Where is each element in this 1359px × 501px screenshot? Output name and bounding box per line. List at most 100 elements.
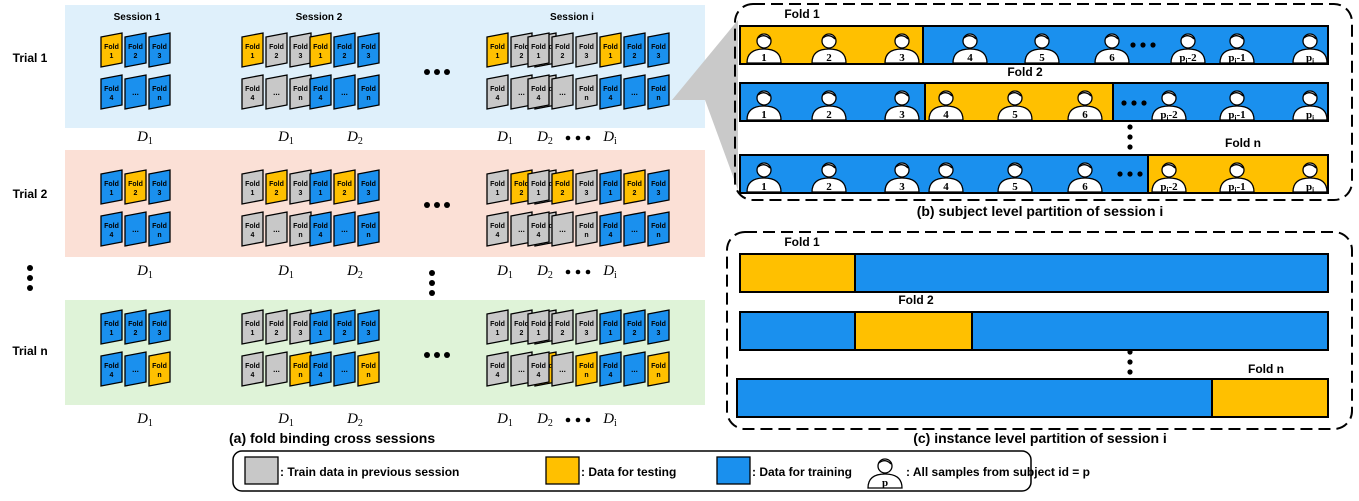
d-label: D2	[346, 129, 363, 147]
fold-label: Fold 2	[1007, 65, 1043, 79]
dot	[27, 285, 33, 291]
fold-card-label: 2	[633, 190, 637, 197]
subject-body	[1151, 105, 1187, 121]
subject-body	[1094, 48, 1130, 64]
subject-icon: 5	[997, 90, 1033, 121]
subject-icon: pi	[1292, 162, 1328, 194]
d-label: D1	[136, 129, 153, 147]
session-ellipsis	[424, 202, 450, 208]
fold-card-label: 3	[657, 330, 661, 337]
fold-card-label: 4	[537, 95, 541, 102]
subject-icon: pi-2	[1170, 33, 1206, 65]
fold-card-label: n	[366, 232, 370, 239]
subject-body	[1292, 105, 1328, 121]
fold-card-word: Fold	[361, 44, 376, 51]
dot	[1127, 359, 1133, 365]
subject-hair	[1078, 164, 1092, 169]
row-ellipsis	[1117, 171, 1143, 177]
d-label: D1	[277, 129, 294, 147]
subject-label: 2	[826, 181, 832, 193]
dot	[1137, 171, 1143, 177]
subject-label: 3	[899, 181, 905, 193]
fold-card-shape	[265, 32, 288, 68]
fold-card-word: Fold	[579, 363, 594, 370]
fold-card: ...	[265, 211, 288, 247]
fold-card-word: Fold	[152, 181, 167, 188]
fold-card-shape	[647, 169, 670, 205]
fold-card-word: Fold	[531, 44, 546, 51]
dot	[1130, 42, 1136, 48]
rows-ellipsis-b	[1127, 124, 1133, 150]
fold-card-label: 4	[537, 372, 541, 379]
fold-card-label: 4	[251, 232, 255, 239]
fold-card-shape	[647, 32, 670, 68]
dot	[585, 417, 591, 423]
fold-card-word: Fold	[490, 363, 505, 370]
fold-card: ...	[551, 211, 574, 247]
fold-card-shape	[100, 211, 123, 247]
fold-card-label: 2	[343, 190, 347, 197]
fold-card-word: Fold	[361, 86, 376, 93]
session-header: Session 2	[296, 12, 343, 23]
session-ellipsis	[424, 69, 450, 75]
subject-icon: 6	[1067, 90, 1103, 121]
fold-card-word: Fold	[514, 321, 529, 328]
fold-card-word: Fold	[579, 86, 594, 93]
subject-body	[928, 177, 964, 193]
fold-card-word: Fold	[651, 44, 666, 51]
subject-hair	[895, 92, 909, 97]
fold-card-word: Fold	[531, 86, 546, 93]
fold-card-word: Fold	[313, 86, 328, 93]
fold-card-word: Fold	[627, 321, 642, 328]
fold-card-shape	[551, 169, 574, 205]
fold-card-shape	[241, 309, 264, 345]
fold-card-label: ...	[132, 88, 139, 97]
fold-card-label: 1	[110, 190, 114, 197]
fold-card-shape	[486, 32, 509, 68]
fold-card: Fold 4	[527, 74, 550, 110]
subject-label: 3	[899, 52, 905, 64]
fold-card-shape	[100, 32, 123, 68]
dot	[444, 352, 450, 358]
row-test-segment	[1211, 378, 1329, 418]
subject-hair	[822, 92, 836, 97]
subject-icon: pi	[1292, 90, 1328, 122]
fold-card-word: Fold	[603, 44, 618, 51]
subject-label: 3	[899, 109, 905, 121]
subject-body	[1292, 48, 1328, 64]
fold-label: Fold 2	[898, 293, 934, 307]
subject-label: pi-1	[1228, 52, 1245, 65]
subject-body	[746, 177, 782, 193]
fold-card-shape	[124, 211, 147, 247]
dot	[429, 280, 435, 286]
subject-label: 1	[761, 109, 767, 121]
dot	[27, 275, 33, 281]
fold-card-label: 2	[561, 330, 565, 337]
fold-card-shape	[527, 211, 550, 247]
trial-ellipsis	[27, 265, 33, 291]
fold-card-shape	[647, 351, 670, 387]
fold-card-shape	[551, 309, 574, 345]
